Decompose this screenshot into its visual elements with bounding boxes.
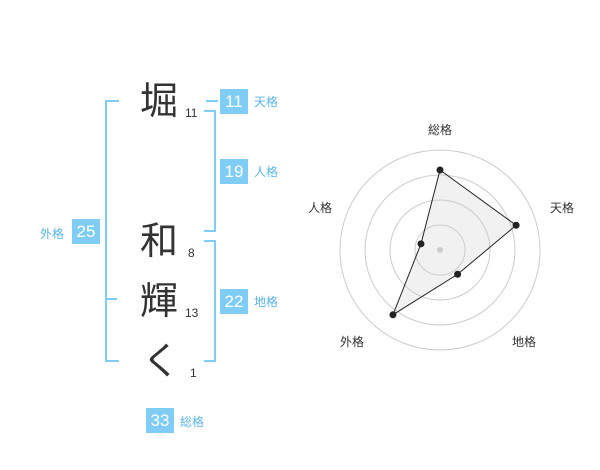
radar-polygon xyxy=(391,169,517,316)
name-char-1: 堀 xyxy=(140,79,179,123)
radar-label-chikaku: 地格 xyxy=(512,335,537,349)
radar-center xyxy=(437,247,443,253)
soukaku-label: 総格 xyxy=(180,415,205,429)
jinkaku-badge: 19 xyxy=(220,159,248,184)
radar-ring xyxy=(339,149,541,351)
stroke-count-4: 1 xyxy=(190,366,197,380)
stroke-count-2: 8 xyxy=(188,246,195,260)
soukaku-badge: 33 xyxy=(146,408,174,433)
name-char-3: 輝 xyxy=(140,279,179,323)
radar-ring xyxy=(364,174,516,326)
tenkaku-badge: 11 xyxy=(220,89,248,114)
tenkaku-label: 天格 xyxy=(254,95,279,109)
chikaku-badge: 22 xyxy=(220,289,248,314)
gaikaku-bracket xyxy=(105,100,119,362)
jinkaku-bracket xyxy=(204,110,216,232)
radar-label-jinkaku: 人格 xyxy=(308,201,333,215)
chikaku-label: 地格 xyxy=(254,295,279,309)
jinkaku-label: 人格 xyxy=(254,165,279,179)
radar-label-gaikaku: 外格 xyxy=(340,335,365,349)
tenkaku-bracket xyxy=(206,100,218,102)
chikaku-bracket xyxy=(204,240,216,362)
name-char-4: く xyxy=(142,339,181,383)
radar-ring xyxy=(389,199,491,301)
gaikaku-bracket-mid xyxy=(105,298,117,300)
gaikaku-label: 外格 xyxy=(40,227,65,241)
name-char-2: 和 xyxy=(140,219,179,263)
radar-point-4 xyxy=(389,311,397,319)
radar-label-soukaku: 総格 xyxy=(428,123,453,137)
stroke-count-3: 13 xyxy=(185,306,199,320)
radar-ring xyxy=(414,224,466,276)
radar-point-1 xyxy=(436,166,444,174)
stroke-count-1: 11 xyxy=(185,106,198,120)
radar-point-3 xyxy=(454,270,462,278)
radar-point-2 xyxy=(512,221,520,229)
gaikaku-badge: 25 xyxy=(72,219,100,244)
radar-point-5 xyxy=(417,240,425,248)
radar-label-tenkaku: 天格 xyxy=(550,201,575,215)
